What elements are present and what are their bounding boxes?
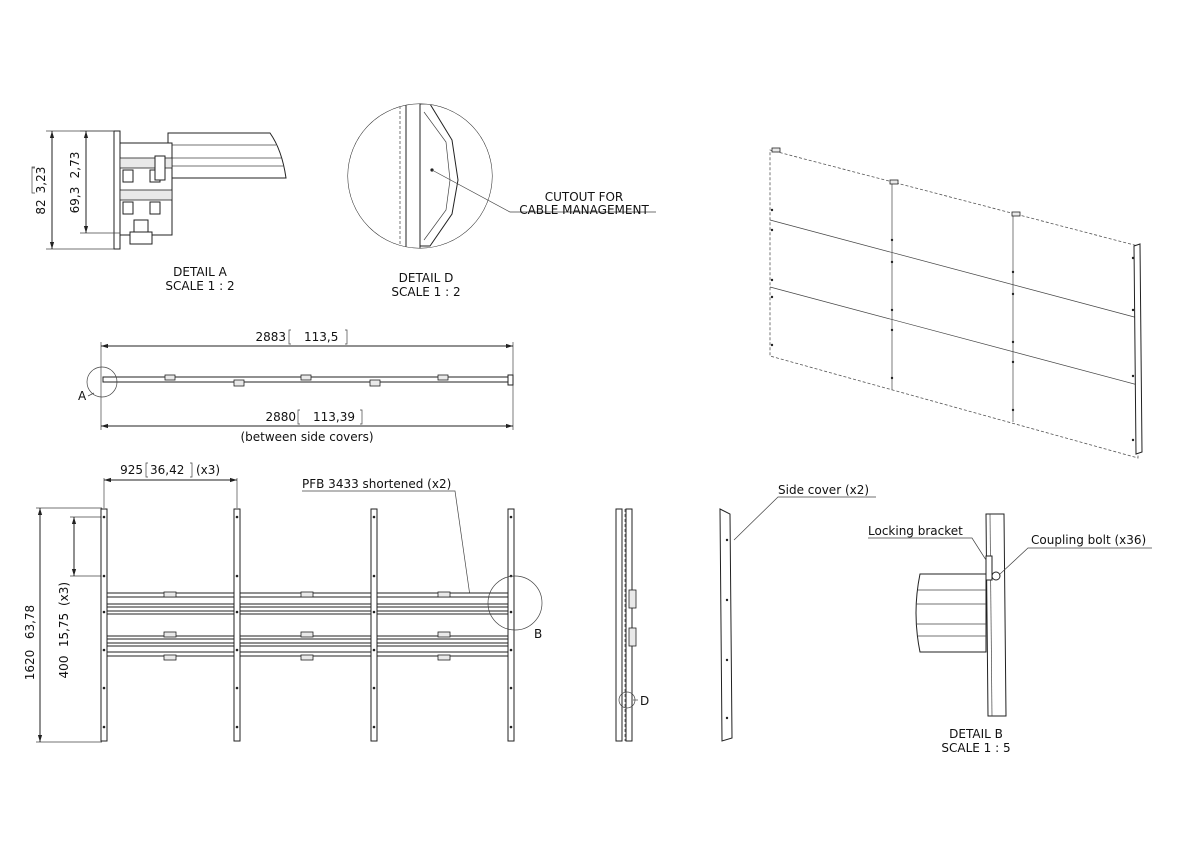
front-view-spacing-dim-inch: 36,42	[150, 463, 184, 477]
front-view-marker-b: B	[534, 627, 542, 641]
front-view-gap-dim: 400	[57, 656, 71, 679]
side-view-marker-d: D	[640, 694, 649, 708]
detail-b-bolt-label: Coupling bolt (x36)	[1031, 533, 1146, 547]
side-view: D	[615, 508, 649, 742]
front-view-gap-mult: (x3)	[57, 582, 71, 606]
front-view-height-dim: 1620	[23, 650, 37, 681]
detail-d-scale: SCALE 1 : 2	[391, 285, 460, 299]
front-view-gap-dim-inch: 15,75	[57, 613, 71, 647]
side-cover-label: Side cover (x2)	[778, 483, 869, 497]
top-view-overall-dim-inch: 113,5	[304, 330, 338, 344]
detail-b: Locking bracket Coupling bolt (x36) DETA…	[868, 513, 1152, 755]
detail-a-inner-dim: 69,3	[68, 187, 82, 214]
front-view-uprights	[100, 508, 515, 742]
top-view-overall-dim: 2883	[255, 330, 286, 344]
isometric-view	[769, 147, 1143, 459]
detail-d: CUTOUT FOR CABLE MANAGEMENT DETAIL D SCA…	[347, 103, 656, 299]
detail-b-title: DETAIL B	[949, 727, 1003, 741]
detail-d-title: DETAIL D	[399, 271, 454, 285]
detail-a-height-dim-inch: 3,23	[34, 167, 48, 194]
top-view-between-dim: 2880	[265, 410, 296, 424]
front-view-spacing-dim: 925	[120, 463, 143, 477]
top-view-marker-a: A	[78, 389, 87, 403]
detail-d-callout-line1: CUTOUT FOR	[545, 190, 624, 204]
top-view-between-dim-inch: 113,39	[313, 410, 355, 424]
detail-b-locking-label: Locking bracket	[868, 524, 963, 538]
top-view-between-note: (between side covers)	[240, 430, 373, 444]
front-view: 925 36,42 (x3) PFB 3433 shortened (x2) 1…	[23, 462, 543, 743]
detail-a-height-dim: 82	[34, 199, 48, 214]
detail-a-inner-dim-inch: 2,73	[68, 152, 82, 179]
detail-a-title: DETAIL A	[173, 265, 227, 279]
detail-a-scale: SCALE 1 : 2	[165, 279, 234, 293]
detail-b-scale: SCALE 1 : 5	[941, 741, 1010, 755]
front-view-spacing-mult: (x3)	[196, 463, 220, 477]
top-view: 2883 113,5 A 2880 113,39 (between side c…	[78, 329, 514, 444]
detail-d-callout-line2: CABLE MANAGEMENT	[519, 203, 649, 217]
front-view-rail-label: PFB 3433 shortened (x2)	[302, 477, 451, 491]
detail-a: 82 3,23 69,3 2,73 DETAIL A SCALE 1 : 2	[31, 130, 287, 293]
front-view-height-dim-inch: 63,78	[23, 605, 37, 639]
side-cover: Side cover (x2)	[719, 483, 876, 742]
